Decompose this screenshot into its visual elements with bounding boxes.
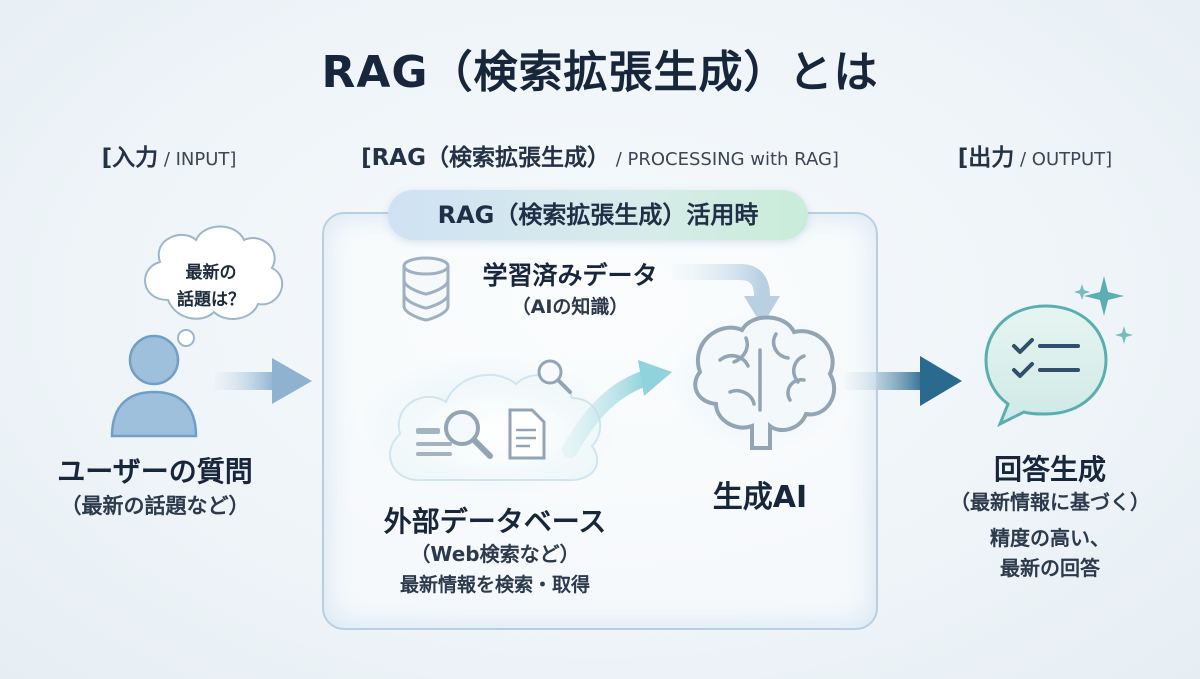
- user-question-label: ユーザーの質問: [57, 455, 253, 488]
- external-db-arrow: [562, 360, 672, 458]
- person-icon: [110, 334, 198, 438]
- server-list-icon: [416, 428, 452, 456]
- document-icon: [508, 408, 546, 460]
- answer-desc-line2: 最新の回答: [1000, 556, 1100, 580]
- external-db-sublabel: （Web検索など）: [410, 542, 580, 566]
- generative-ai-label: 生成AI: [712, 480, 808, 515]
- section-label-processing: [RAG（検索拡張生成） / PROCESSING with RAG]: [330, 138, 870, 172]
- input-arrow: [215, 358, 312, 404]
- trained-data-label: 学習済みデータ: [482, 261, 658, 290]
- trained-data-sublabel: （AIの知識）: [511, 296, 629, 318]
- answer-sublabel: （最新情報に基づく）: [950, 490, 1150, 514]
- thought-bubble-line2: 話題は？: [177, 290, 245, 310]
- rag-processing-box: [322, 212, 878, 630]
- database-icon: [402, 256, 450, 322]
- section-label-output-main: [出力: [957, 145, 1015, 171]
- magnifier-icon: [444, 410, 493, 459]
- small-magnifier-icon: [537, 359, 572, 394]
- thought-bubble-icon: [144, 225, 284, 360]
- section-label-input-sub: / INPUT]: [158, 149, 237, 170]
- output-arrow: [845, 356, 962, 406]
- sparkle-icon: [1074, 276, 1133, 344]
- external-db-description: 最新情報を検索・取得: [399, 574, 590, 596]
- user-question-sublabel: （最新の話題など）: [60, 494, 250, 518]
- external-db-label: 外部データベース: [383, 505, 607, 538]
- page-title: RAG（検索拡張生成）とは: [321, 47, 879, 98]
- section-label-output-sub: / OUTPUT]: [1014, 149, 1113, 170]
- checklist-speech-bubble-icon: [984, 304, 1108, 428]
- section-label-input: [入力 / INPUT]: [64, 138, 274, 172]
- brain-icon: [668, 310, 848, 450]
- thought-bubble-text: 最新の 話題は？: [156, 260, 266, 314]
- section-label-processing-sub: / PROCESSING with RAG]: [609, 149, 839, 170]
- section-label-processing-main: [RAG（検索拡張生成）: [361, 145, 610, 171]
- answer-desc-line1: 精度の高い、: [990, 526, 1110, 550]
- section-label-output: [出力 / OUTPUT]: [920, 138, 1150, 172]
- section-label-input-main: [入力: [101, 145, 159, 171]
- answer-label: 回答生成: [993, 453, 1106, 486]
- thought-bubble-line1: 最新の: [185, 263, 237, 283]
- rag-box-title: RAG（検索拡張生成）活用時: [388, 190, 808, 240]
